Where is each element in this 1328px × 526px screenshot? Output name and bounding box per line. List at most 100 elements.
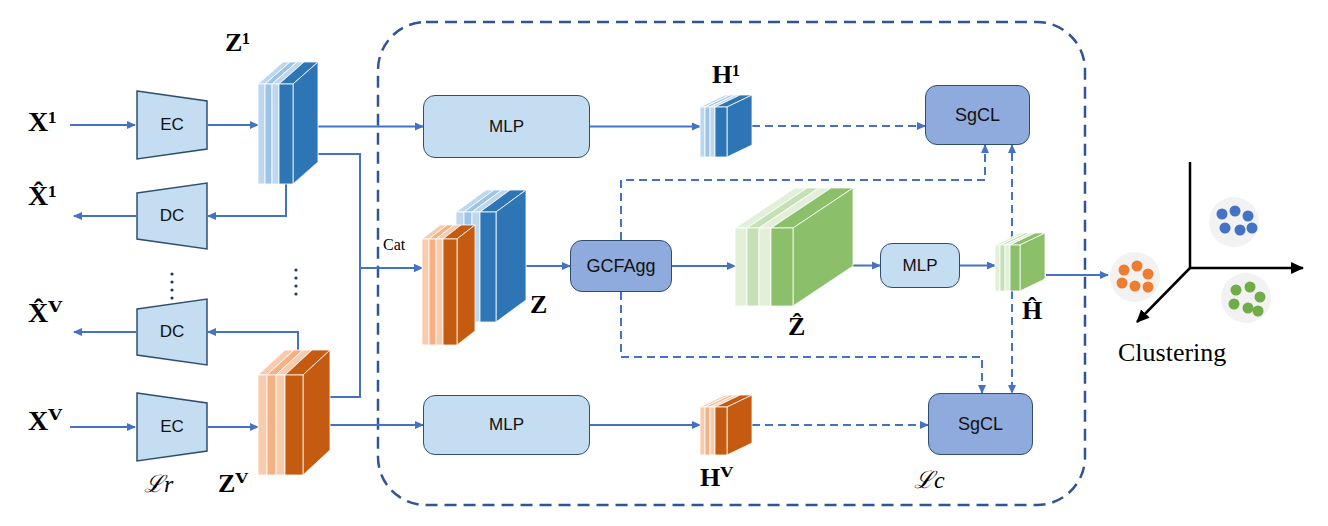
feature-stack xyxy=(422,190,526,345)
feature-slab xyxy=(443,225,475,345)
slab-front xyxy=(1005,245,1010,291)
box-label: EC xyxy=(160,417,184,437)
view-input-label: X̂ⱽ xyxy=(28,296,62,329)
box-label: SgCL xyxy=(955,105,1000,126)
dashed-connector xyxy=(621,292,982,393)
slab-front xyxy=(700,107,705,157)
feature-stack xyxy=(258,350,330,475)
feature-map: Ĥ xyxy=(995,233,1045,291)
slab-front xyxy=(700,407,705,455)
slab-front xyxy=(258,84,265,184)
feature-label: Z xyxy=(530,290,547,320)
cluster-halo xyxy=(1110,252,1160,302)
connector-arrow xyxy=(590,424,700,426)
cluster-dots xyxy=(1229,282,1266,317)
feature-stack xyxy=(258,62,318,184)
trapezoid-shape xyxy=(137,299,207,365)
slab-side xyxy=(303,350,330,475)
slab-side xyxy=(1020,233,1045,291)
output-arrow xyxy=(74,215,136,217)
dashed-connector xyxy=(1011,291,1013,393)
feature-slab xyxy=(715,395,752,455)
slab-front xyxy=(422,239,429,345)
connector-arrow xyxy=(960,265,995,267)
feature-stack xyxy=(700,95,752,157)
box-label: SgCL xyxy=(958,414,1003,435)
slab-front xyxy=(436,239,443,345)
decoder-block: DC xyxy=(136,298,208,366)
feature-stack xyxy=(735,188,853,306)
dashed-connector xyxy=(752,125,925,127)
connector-arrow xyxy=(672,265,735,267)
cluster-dots xyxy=(1217,206,1258,236)
feature-map: Z xyxy=(422,190,526,345)
feature-slab xyxy=(480,190,526,322)
connector-arrow xyxy=(208,426,258,428)
slab-front xyxy=(705,107,710,157)
cluster-points xyxy=(1110,197,1271,323)
feature-stack xyxy=(700,395,752,455)
loss-label: ℒc xyxy=(914,462,945,495)
slab-front xyxy=(705,407,710,455)
box-label: GCFAgg xyxy=(586,256,655,277)
feature-label: Hⱽ xyxy=(700,462,733,493)
box-label: MLP xyxy=(489,117,524,137)
process-box: MLP xyxy=(423,95,590,158)
view-input-label: X̂¹ xyxy=(28,180,57,212)
concat-label: Cat xyxy=(383,236,405,254)
feature-map: Zⱽ xyxy=(258,350,330,475)
feature-slab xyxy=(285,350,330,475)
slab-front xyxy=(759,228,771,306)
connector-arrow xyxy=(590,126,700,128)
slab-front xyxy=(429,239,436,345)
trapezoid-shape xyxy=(137,183,207,249)
ellipsis-dots xyxy=(170,268,297,299)
slab-front xyxy=(480,212,496,322)
feature-map: H¹ xyxy=(700,95,752,157)
feature-label: Zⱽ xyxy=(218,468,248,499)
output-arrow xyxy=(74,331,136,333)
encoder-block: EC xyxy=(136,90,208,160)
slab-front xyxy=(747,228,759,306)
dashed-connector xyxy=(752,424,928,426)
connector-arrow xyxy=(208,124,258,126)
input-arrow xyxy=(70,124,135,126)
process-box: MLP xyxy=(880,243,960,288)
feature-label: Ẑ xyxy=(788,312,805,342)
encoder-block: EC xyxy=(136,392,208,462)
trapezoid-shape xyxy=(137,91,207,159)
cluster-dots xyxy=(1117,261,1154,293)
slab-front xyxy=(715,107,727,157)
slab-side xyxy=(496,190,526,322)
feature-slab xyxy=(771,188,853,306)
box-label: DC xyxy=(160,206,185,226)
view-input-label: X¹ xyxy=(28,106,57,138)
slab-front xyxy=(710,407,715,455)
slab-front xyxy=(715,407,727,455)
connector-arrow xyxy=(330,268,422,397)
slab-side xyxy=(727,395,752,455)
process-box: SgCL xyxy=(928,393,1033,455)
box-label: MLP xyxy=(489,415,524,435)
feature-label: Ĥ xyxy=(1022,296,1042,326)
slab-front xyxy=(285,375,303,475)
slab-front xyxy=(1010,245,1020,291)
process-box: MLP xyxy=(423,395,590,455)
box-label: MLP xyxy=(903,256,938,276)
feature-slab xyxy=(1010,233,1045,291)
slab-front xyxy=(1000,245,1005,291)
feature-label: H¹ xyxy=(712,60,740,90)
feature-label: Z¹ xyxy=(225,28,250,58)
slab-side xyxy=(457,225,475,345)
slab-side xyxy=(293,62,318,184)
process-box: SgCL xyxy=(925,85,1030,145)
slab-front xyxy=(771,228,793,306)
connector-arrow xyxy=(318,126,423,128)
input-arrows xyxy=(70,125,1108,427)
slab-front xyxy=(272,84,279,184)
output-label: Clustering xyxy=(1118,338,1226,368)
slab-side xyxy=(727,95,752,157)
connector-arrow xyxy=(318,154,422,268)
